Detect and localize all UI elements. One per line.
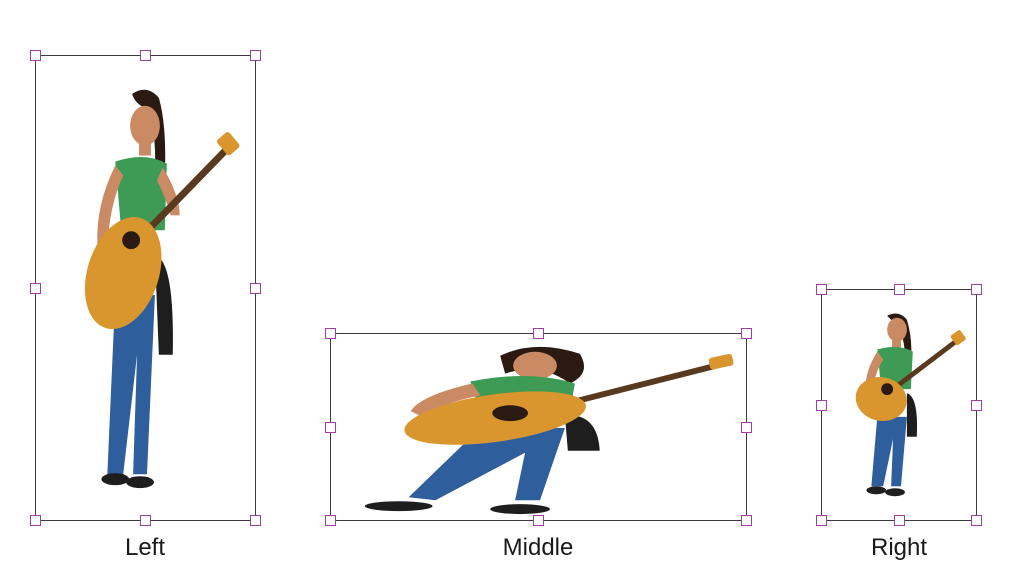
resize-handle-middle-left[interactable]	[30, 283, 41, 294]
resize-handle-bottom-center[interactable]	[894, 515, 905, 526]
resize-handle-bottom-center[interactable]	[533, 515, 544, 526]
resize-handle-top-right[interactable]	[741, 328, 752, 339]
guitarist-image-left	[84, 89, 240, 489]
resize-handle-top-center[interactable]	[894, 284, 905, 295]
resize-handle-bottom-left[interactable]	[30, 515, 41, 526]
resize-handle-bottom-right[interactable]	[971, 515, 982, 526]
frame-label-right: Right	[870, 534, 928, 561]
resize-handle-top-right[interactable]	[971, 284, 982, 295]
resize-handle-top-center[interactable]	[140, 50, 151, 61]
guitarist-image-middle	[364, 346, 734, 515]
resize-handle-middle-right[interactable]	[741, 422, 752, 433]
resize-handle-top-left[interactable]	[325, 328, 336, 339]
resize-handle-middle-left[interactable]	[816, 400, 827, 411]
resize-handle-top-center[interactable]	[533, 328, 544, 339]
frame-middle[interactable]	[325, 328, 752, 526]
frame-right[interactable]	[816, 284, 982, 526]
resize-handle-middle-right[interactable]	[971, 400, 982, 411]
resize-handle-bottom-right[interactable]	[741, 515, 752, 526]
resize-handle-top-left[interactable]	[30, 50, 41, 61]
frame-label-middle: Middle	[502, 534, 574, 561]
resize-handle-top-right[interactable]	[250, 50, 261, 61]
frame-left[interactable]	[30, 50, 261, 526]
resize-handle-top-left[interactable]	[816, 284, 827, 295]
guitarist-image-right	[855, 313, 966, 497]
resize-handle-bottom-left[interactable]	[816, 515, 827, 526]
resize-handle-bottom-left[interactable]	[325, 515, 336, 526]
frame-label-left: Left	[124, 534, 166, 561]
resize-handle-bottom-right[interactable]	[250, 515, 261, 526]
resize-handle-middle-right[interactable]	[250, 283, 261, 294]
resize-handle-bottom-center[interactable]	[140, 515, 151, 526]
resize-handle-middle-left[interactable]	[325, 422, 336, 433]
